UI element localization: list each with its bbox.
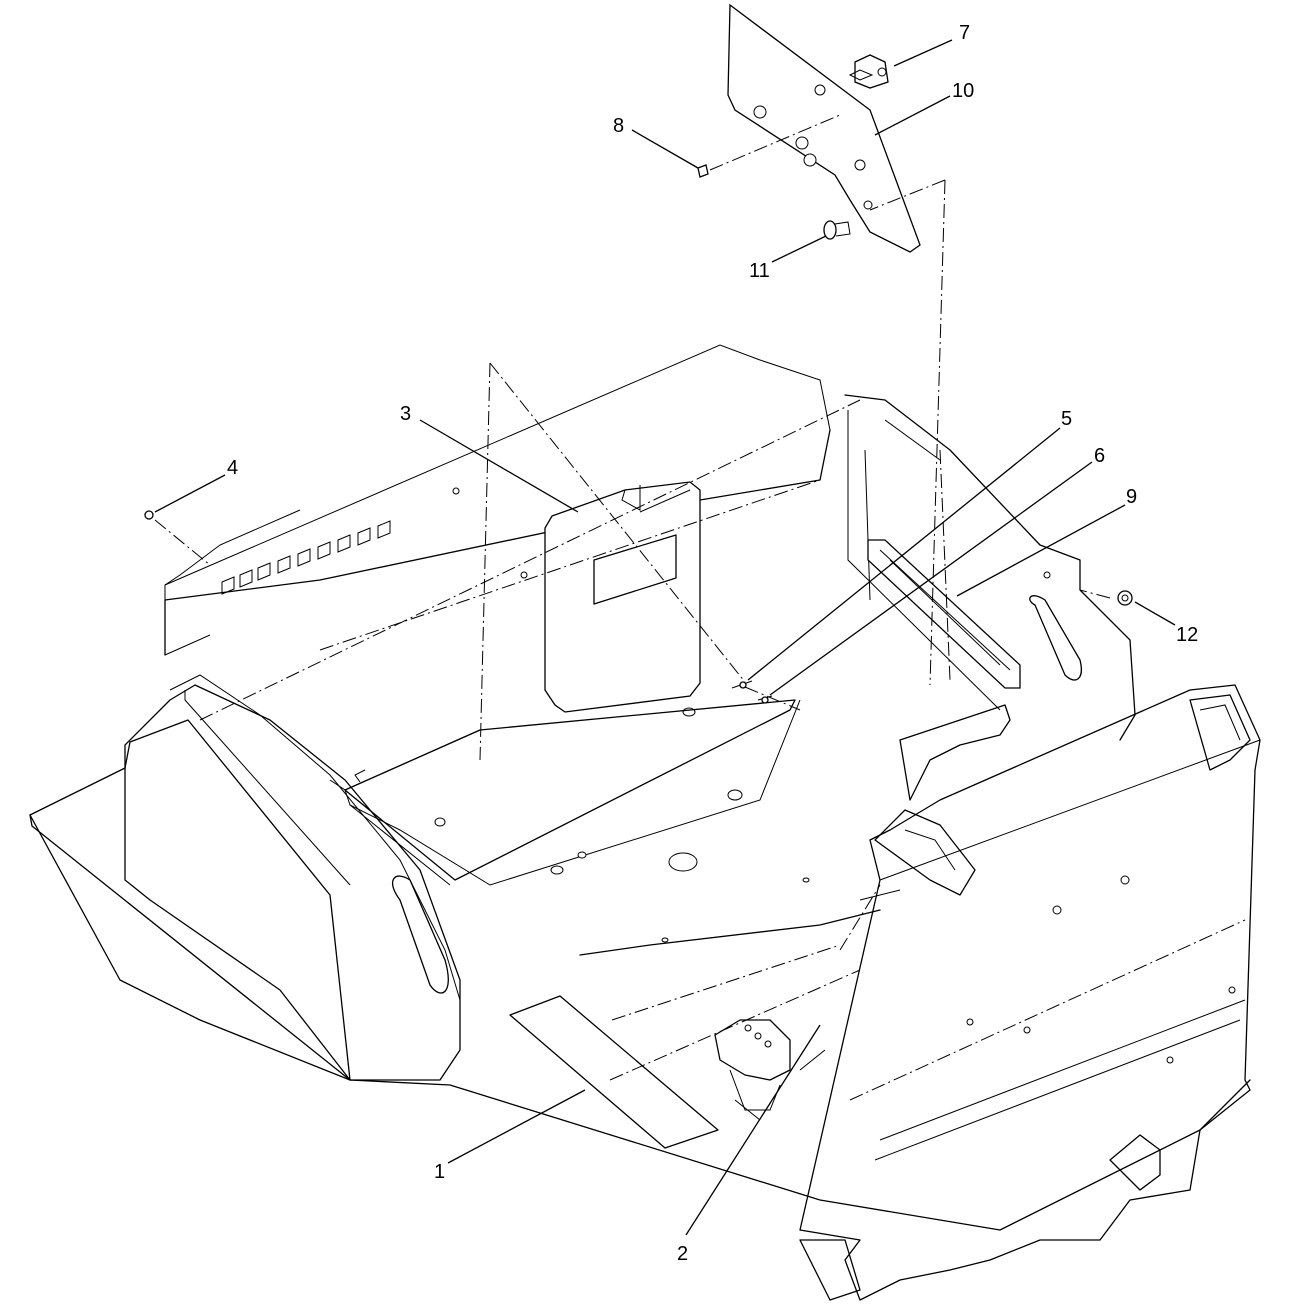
leader-lines	[154, 39, 1176, 1236]
vent-screw	[144, 510, 154, 520]
leader-4	[154, 474, 226, 513]
callout-6: 6	[1094, 445, 1105, 467]
floor-insert-plate	[344, 699, 796, 881]
leader-6	[769, 461, 1093, 696]
callout-5: 5	[1061, 408, 1072, 430]
switch-component	[848, 54, 889, 89]
leader-5	[747, 427, 1061, 681]
callout-1: 1	[434, 1161, 445, 1183]
knob	[823, 220, 851, 240]
leader-3	[419, 419, 579, 513]
callout-labels: 1 2 3 4 5 6 7 8 9 10 11 12	[227, 22, 1198, 1265]
nut	[1117, 590, 1133, 606]
leader-11	[771, 235, 827, 263]
callout-3: 3	[400, 403, 411, 425]
floor-holes	[434, 487, 1236, 1064]
decal-strip	[509, 995, 719, 1149]
cover-panel	[544, 481, 701, 713]
callout-7: 7	[959, 22, 970, 44]
callout-11: 11	[749, 260, 770, 282]
assembly-lines	[124, 114, 1246, 1101]
callout-12: 12	[1176, 624, 1198, 646]
screw	[697, 164, 709, 178]
callout-9: 9	[1126, 486, 1137, 508]
callout-4: 4	[227, 457, 238, 479]
hinge	[867, 539, 1021, 689]
leader-9	[956, 504, 1126, 597]
leader-12	[1134, 601, 1176, 626]
callout-2: 2	[677, 1243, 688, 1265]
leader-2	[685, 1024, 821, 1236]
leader-8	[631, 129, 699, 169]
pins	[731, 680, 773, 704]
pedal-assembly	[579, 909, 881, 1121]
leader-7	[893, 39, 953, 67]
access-plate	[727, 3, 921, 253]
leader-10	[874, 95, 951, 136]
callout-8: 8	[613, 115, 624, 137]
leader-1	[447, 1089, 586, 1164]
vent-slots	[221, 520, 391, 595]
callout-10: 10	[952, 80, 974, 102]
